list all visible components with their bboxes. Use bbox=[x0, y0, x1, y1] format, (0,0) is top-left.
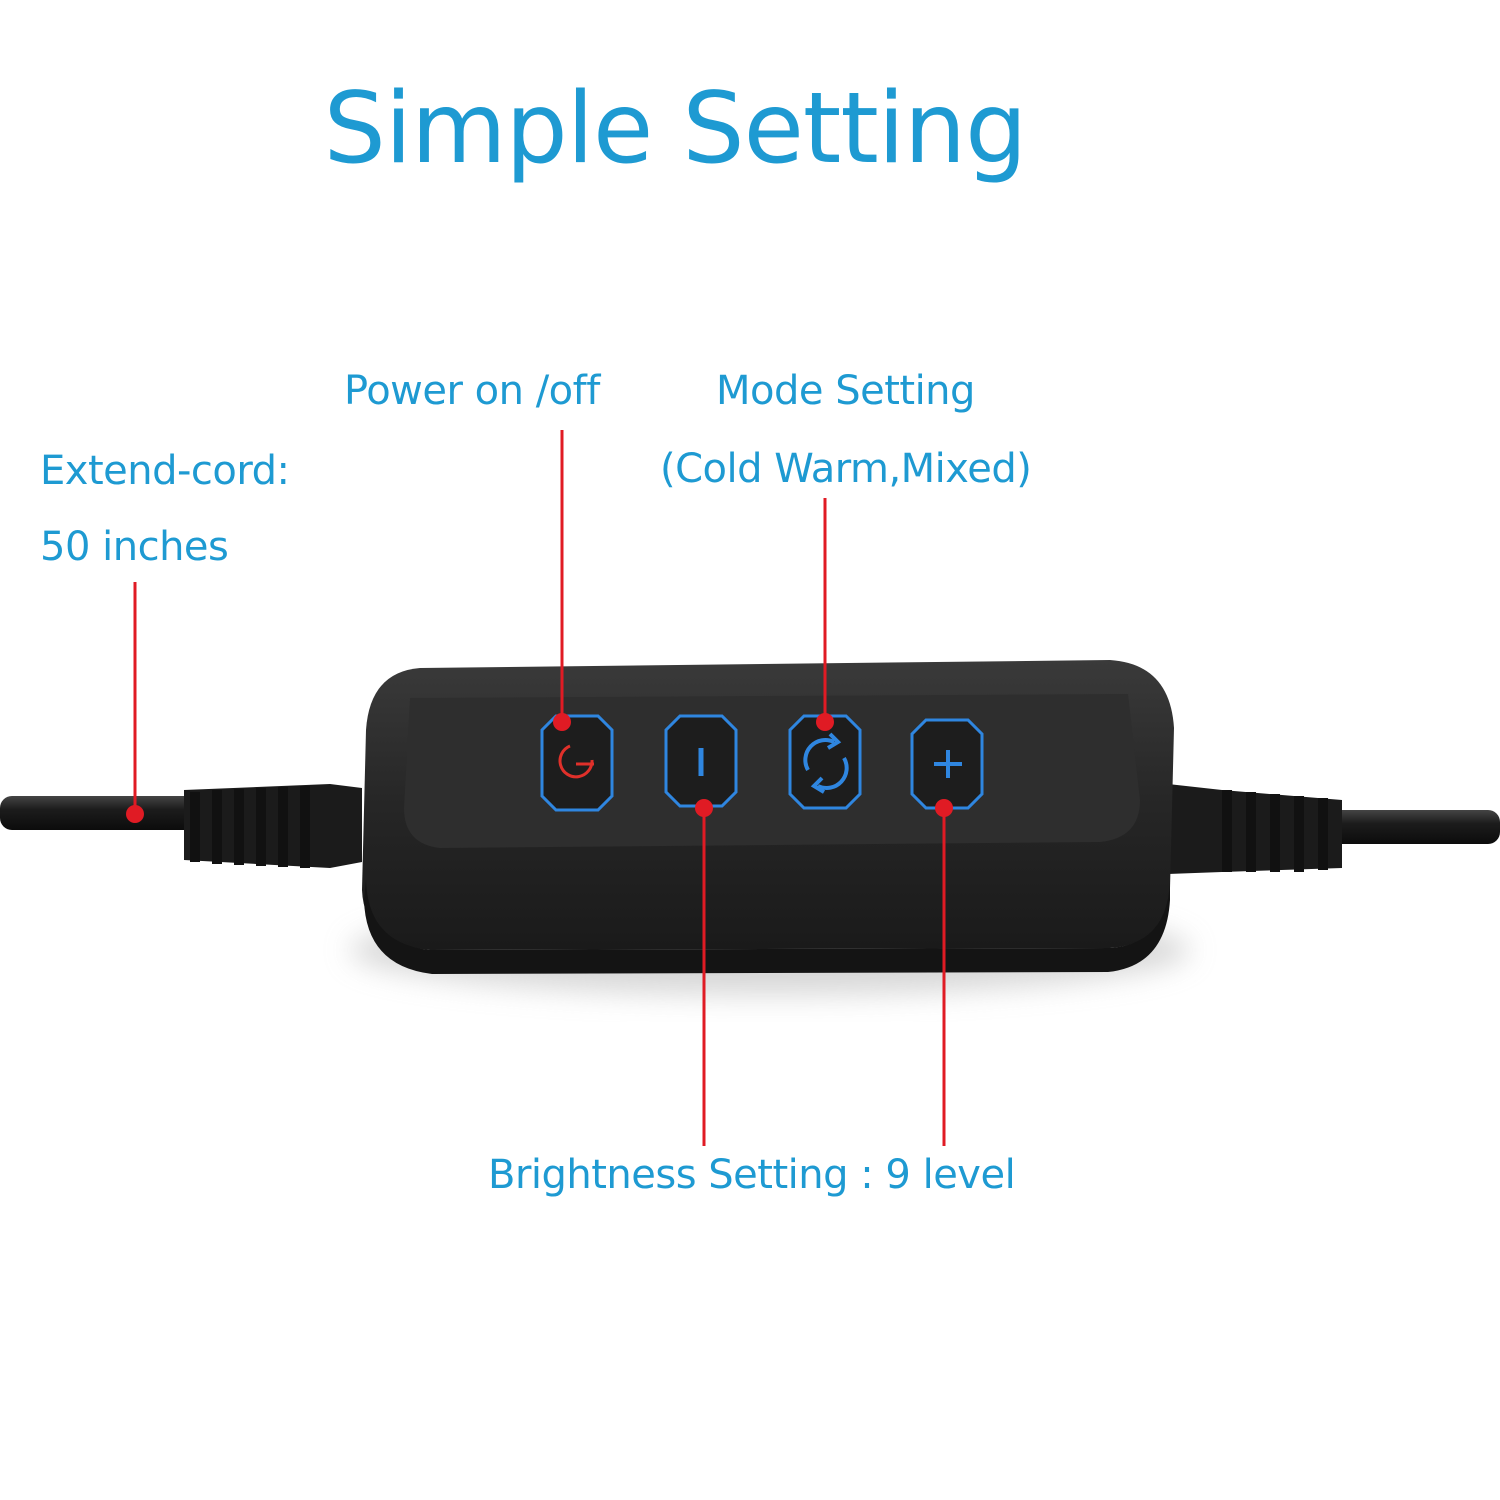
brightness-label: Brightness Setting : 9 level bbox=[488, 1152, 1016, 1198]
extend-cord-leader bbox=[126, 582, 144, 823]
controller-body bbox=[362, 660, 1174, 974]
plus-icon bbox=[934, 750, 962, 778]
right-cable bbox=[1168, 784, 1500, 874]
minus-button[interactable] bbox=[664, 714, 738, 808]
power-icon bbox=[558, 744, 594, 779]
left-cable bbox=[0, 784, 362, 868]
mode-button[interactable] bbox=[788, 714, 862, 810]
power-button[interactable] bbox=[540, 714, 614, 812]
minus-leader bbox=[695, 799, 713, 1146]
extend-cord-length-label: 50 inches bbox=[40, 524, 229, 570]
extend-cord-label: Extend-cord: bbox=[40, 448, 290, 494]
mode-label: Mode Setting bbox=[716, 368, 975, 414]
plus-button[interactable] bbox=[910, 718, 984, 810]
mode-options-label: (Cold Warm,Mixed) bbox=[660, 446, 1032, 492]
power-leader bbox=[553, 430, 571, 731]
page-title: Simple Setting bbox=[323, 72, 1028, 186]
mode-leader bbox=[816, 498, 834, 731]
cycle-arrows-icon bbox=[803, 732, 849, 794]
power-label: Power on /off bbox=[344, 368, 600, 414]
plus-leader bbox=[935, 799, 953, 1146]
